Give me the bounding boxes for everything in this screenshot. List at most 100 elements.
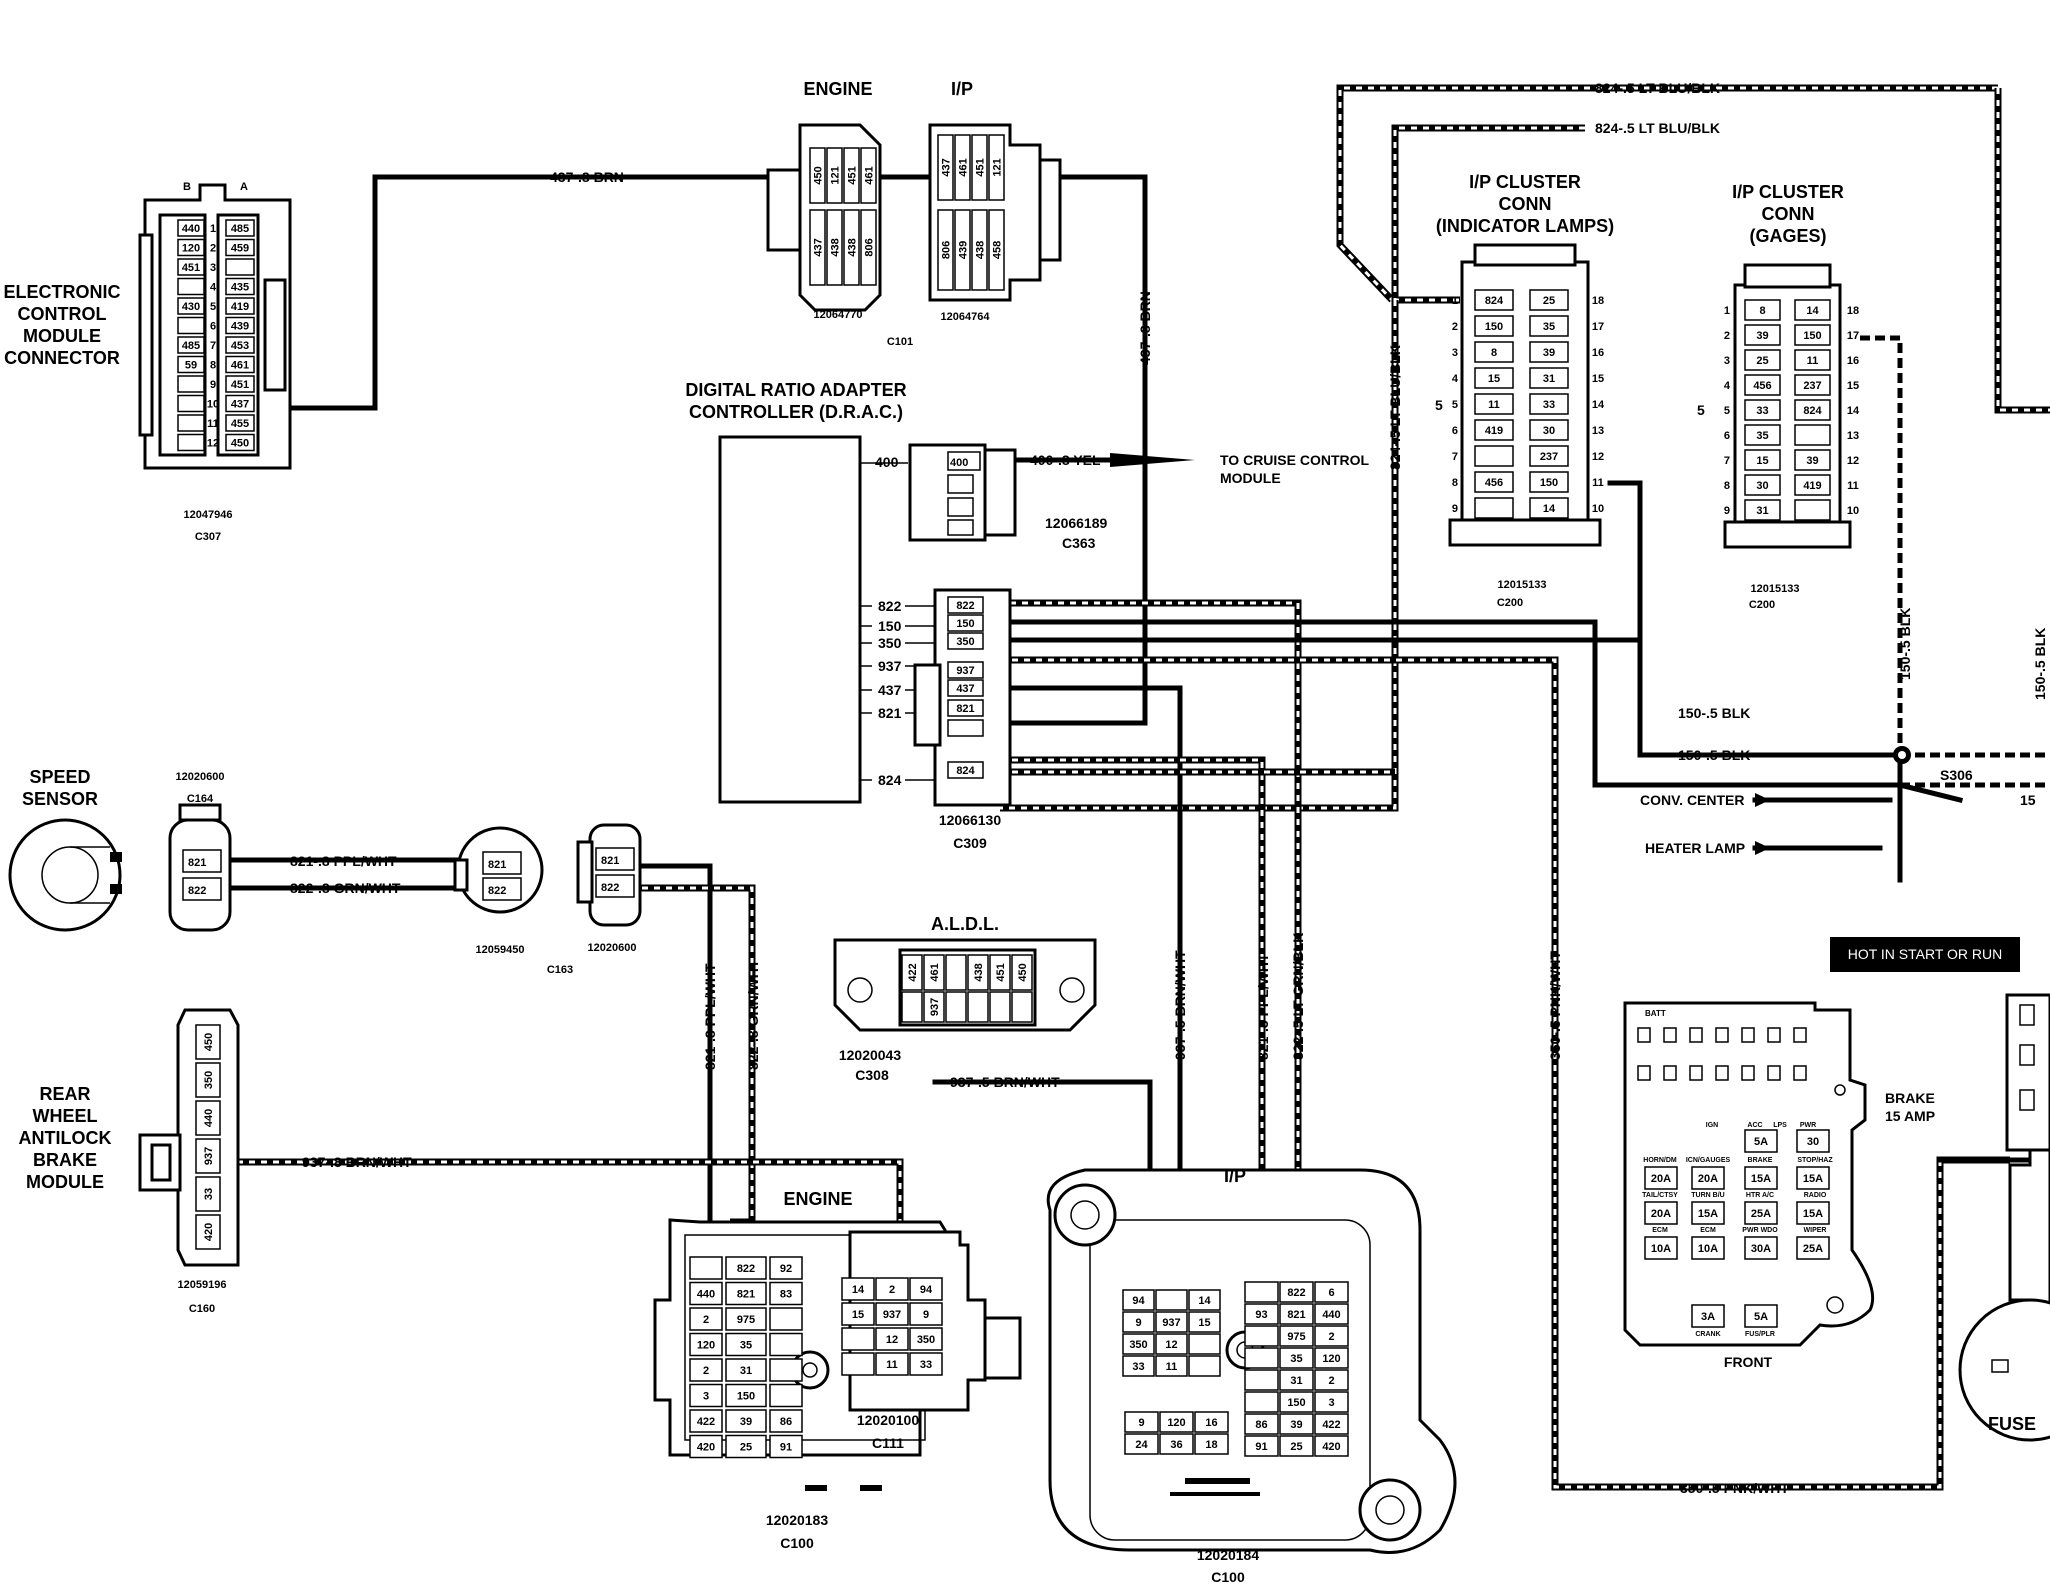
c100ip-right-pin-4-2: 2	[1328, 1375, 1334, 1387]
fuse-small-label-17: FUS/PLR	[1745, 1331, 1775, 1338]
cg-left-num-2: 2	[1724, 330, 1730, 342]
c100e-pin-2-1-box	[725, 1307, 767, 1331]
c100ip-left-pin-2-2-box	[1188, 1333, 1221, 1355]
brake-label-1: BRAKE	[1885, 1090, 1935, 1106]
c100ip-right-pin-0-1: 822	[1287, 1287, 1305, 1299]
aldl-top-pin-4: 451	[995, 963, 1007, 981]
ecm-right-pin-7: 453	[231, 340, 249, 352]
fuse-small-label-11: RADIO	[1804, 1192, 1827, 1199]
c309-conn: C309	[953, 835, 987, 851]
ecm-left-pin-2-box	[177, 238, 205, 257]
splice-right-cut: 15	[2020, 792, 2036, 808]
ecm-pin-number-7: 7	[210, 340, 216, 352]
c111-pin-0-0-box	[841, 1277, 875, 1301]
c101-engine-pin-2-b: 438	[847, 238, 859, 256]
ecm-right-pin-5-box	[225, 297, 255, 315]
ci-left-pin-8-box	[1474, 471, 1514, 493]
ci-left-pin-1: 824	[1485, 295, 1504, 307]
c163-pin-822-a: 822	[488, 885, 506, 897]
ecm-right-pin-12-box	[225, 433, 255, 452]
aldl-top-pin-5: 450	[1017, 963, 1029, 981]
c100e-pin-4-1-box	[725, 1358, 767, 1382]
c100ip-left-pin-2-0-box	[1122, 1333, 1155, 1355]
cg-left-num-4: 4	[1724, 380, 1731, 392]
ci-right-num-9: 10	[1592, 503, 1604, 515]
fuse-small-label-14: PWR WDO	[1742, 1227, 1778, 1234]
c111-pin-1-1-box	[875, 1302, 909, 1326]
c100e-pin-5-0: 3	[703, 1391, 709, 1403]
cg-left-pin-8: 30	[1756, 480, 1768, 492]
c100ip-right-pin-1-2: 440	[1322, 1309, 1340, 1321]
c163-pin-821-b: 821	[601, 855, 619, 867]
wire-400-label: 400-.8 YEL	[1030, 452, 1101, 468]
rwal-title-1: REAR	[39, 1084, 90, 1104]
c111-pin-0-2-box	[909, 1277, 943, 1301]
c100ip-right-pin-0-2-box	[1314, 1281, 1349, 1303]
ci-conn: C200	[1497, 597, 1523, 609]
fuse-small-label-8: TAIL/CTSY	[1642, 1192, 1678, 1199]
ecm-right-pin-11-box	[225, 414, 255, 432]
rwal-pin-5-box	[195, 1214, 221, 1250]
cg-left-num-3: 3	[1724, 355, 1730, 367]
c111-pin-1-2: 9	[923, 1309, 929, 1321]
ci-right-pin-2-box	[1529, 315, 1569, 337]
splice-s306	[1755, 746, 1911, 855]
ecm-pin-number-10: 10	[207, 399, 219, 411]
ecm-left-pin-1-box	[177, 219, 205, 237]
ecm-right-pin-8: 461	[231, 360, 249, 372]
ecm-right-pin-2-box	[225, 238, 255, 257]
c100e-pin-3-2-box	[769, 1332, 803, 1357]
ecm-right-pin-1: 485	[231, 223, 249, 235]
ecm-right-pin-4-box	[225, 277, 255, 296]
cg-left-pin-5: 33	[1756, 405, 1768, 417]
cg-title-1: I/P CLUSTER	[1732, 182, 1844, 202]
cg-right-num-3: 16	[1847, 355, 1859, 367]
wire-824v-label: 824-.5 LT BLU/BLK	[1387, 345, 1403, 470]
c100ip-bottom-pin-0-2-box	[1194, 1411, 1229, 1433]
cg-right-pin-3-box	[1794, 349, 1831, 371]
c100e-pin-2-1: 975	[737, 1314, 755, 1326]
c100e-pin-7-2-box	[769, 1434, 803, 1459]
c111-pin-0-1: 2	[889, 1284, 895, 1296]
cg-left-pin-6-box	[1744, 424, 1781, 446]
fuse-small-label-7: STOP/HAZ	[1797, 1157, 1833, 1164]
ecm-pin-number-8: 8	[210, 360, 216, 372]
cg-right-num-2: 17	[1847, 330, 1859, 342]
ecm-right-pin-12: 450	[231, 438, 249, 450]
c100e-part: 12020183	[766, 1512, 829, 1528]
c100e-pin-1-2-box	[769, 1281, 803, 1306]
rwal-title-2: WHEEL	[33, 1106, 98, 1126]
c101-ip-pin-0-a-box	[937, 134, 954, 201]
cg-right-pin-2-box	[1794, 324, 1831, 346]
ci-left-pin-4: 15	[1488, 373, 1500, 385]
wire-821-label: 821-.8 PPL/WHT	[290, 853, 397, 869]
c101-ip-pin-0-b: 806	[941, 241, 953, 259]
wire-150v-label: 150-.5 BLK	[1897, 608, 1913, 680]
c100ip-right-pin-5-2: 3	[1328, 1397, 1334, 1409]
fuse-amp-8-box	[1644, 1236, 1678, 1260]
ci-left-pin-5-box	[1474, 393, 1514, 415]
aldl-bottom-pin-3-box	[967, 991, 989, 1023]
c100e-pin-6-0-box	[689, 1409, 723, 1433]
ecm-left-pin-4-box	[177, 277, 205, 296]
fuse-amp-14-box	[1744, 1129, 1778, 1153]
fuse-small-label-9: TURN B/U	[1691, 1192, 1724, 1199]
c100e-pin-7-1-box	[725, 1434, 767, 1459]
c101-engine-pin-0-a: 450	[813, 166, 825, 184]
cg-right-pin-5: 824	[1803, 405, 1822, 417]
c100e-pin-7-0: 420	[697, 1442, 715, 1454]
cg-left-num-7: 7	[1724, 455, 1730, 467]
fuse-amp-12: 3A	[1701, 1311, 1715, 1323]
c100ip-bottom-pin-0-1: 120	[1167, 1417, 1185, 1429]
c363-pin: 400	[950, 457, 968, 469]
c309-pin-1: 150	[956, 618, 974, 630]
ci-right-num-5: 14	[1592, 399, 1605, 411]
ci-right-num-2: 17	[1592, 321, 1604, 333]
c100e-pin-3-1-box	[725, 1332, 767, 1357]
aldl-bottom-pin-5-box	[1011, 991, 1033, 1023]
fuse-relay-0-4	[1741, 1027, 1755, 1043]
ecm-pin-number-9: 9	[210, 379, 216, 391]
c100ip-right-pin-0-2: 6	[1328, 1287, 1334, 1299]
c309-pin-1-box	[947, 614, 984, 632]
